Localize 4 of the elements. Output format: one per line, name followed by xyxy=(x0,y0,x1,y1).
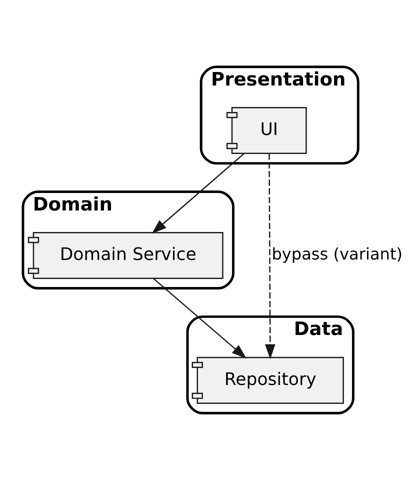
arrow xyxy=(152,152,244,234)
arrow xyxy=(153,278,247,358)
edge-label: bypass (variant) xyxy=(272,244,403,264)
arrow xyxy=(264,153,276,359)
